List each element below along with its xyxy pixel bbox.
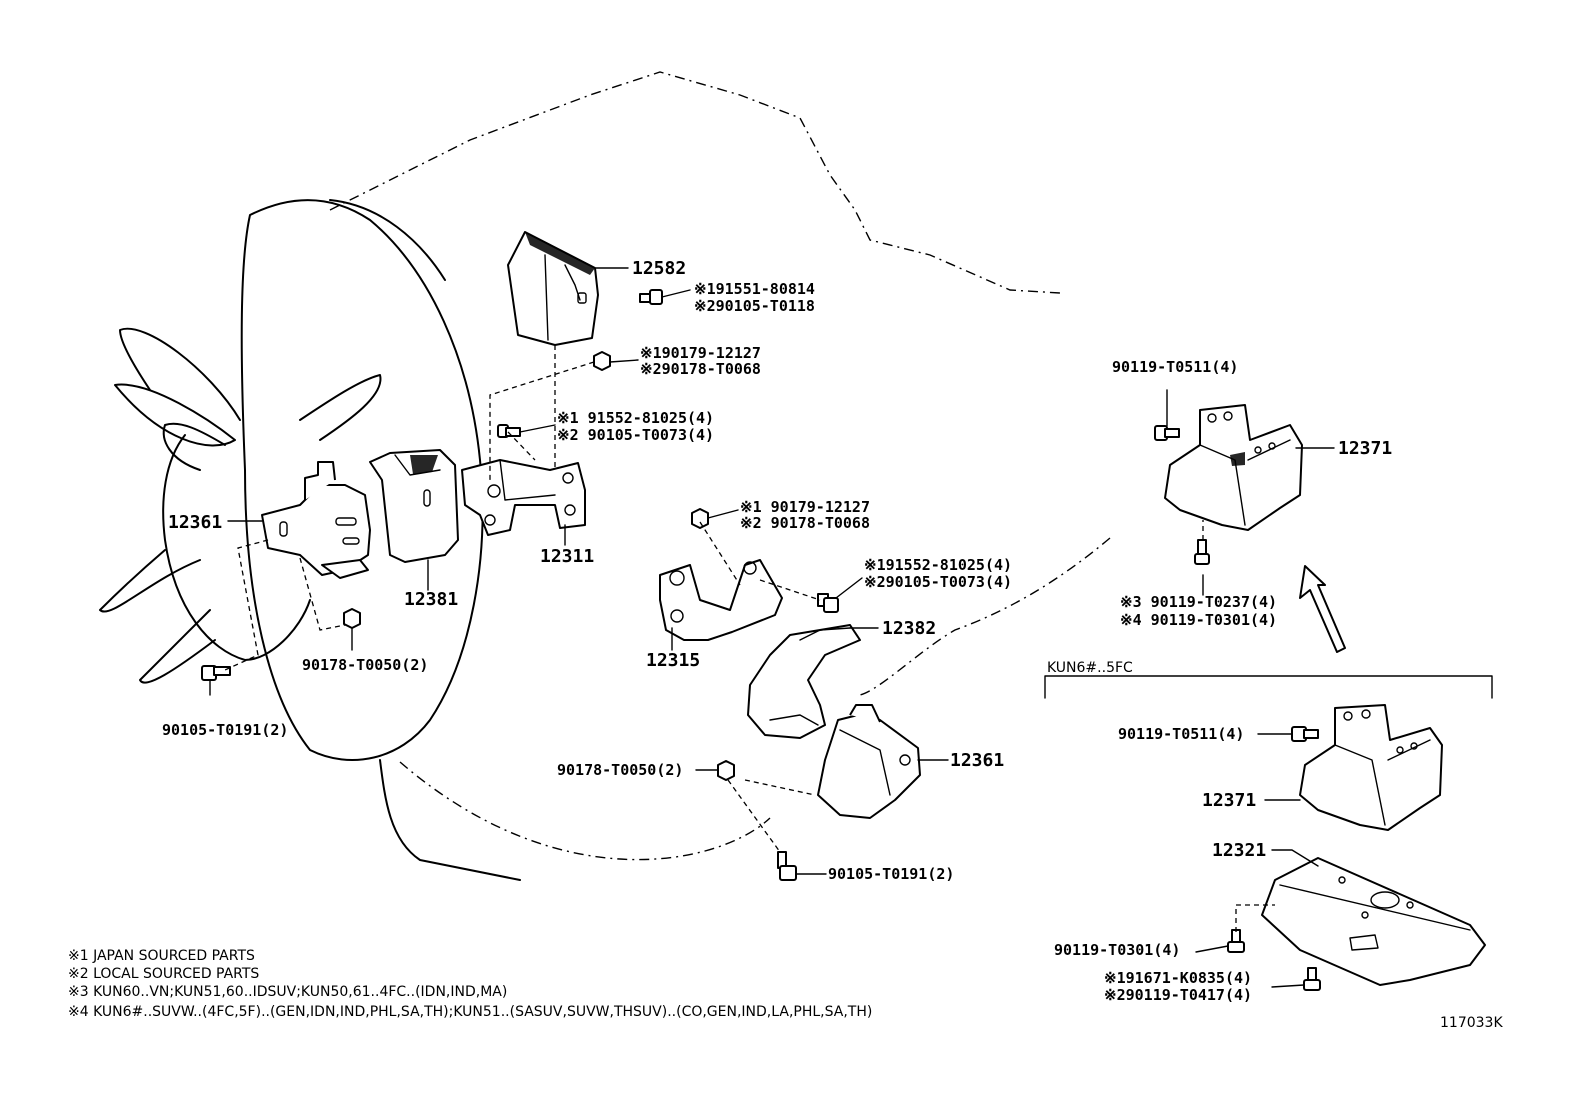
part-12311 (461, 459, 586, 536)
label-12582: 12582 (632, 258, 686, 279)
part-12371-bottom (1299, 704, 1443, 831)
label-bolt-12582-2: ※290105-T0118 (694, 297, 815, 315)
label-bolt-r5-1: ※191671-K0835(4) (1104, 969, 1252, 987)
bolt-icon (1154, 425, 1180, 441)
bolt-icon (1194, 539, 1210, 565)
label-bolt-r1: 90119-T0511(4) (1112, 358, 1238, 376)
bolt-icon (817, 593, 839, 613)
bolt-icon (1227, 929, 1245, 953)
fan-blades (99, 327, 382, 684)
label-bolt-mid-2: ※2 90105-T0073(4) (557, 426, 714, 444)
nut-icon (343, 608, 361, 629)
label-12315: 12315 (646, 650, 700, 671)
leader-lines (209, 267, 1335, 988)
label-bolt-r2-1: ※3 90119-T0237(4) (1120, 593, 1277, 611)
label-variant: KUN6#..5FC (1047, 660, 1133, 676)
label-12361-left: 12361 (168, 512, 222, 533)
bolt-icon (201, 665, 231, 681)
variant-bracket (1044, 675, 1493, 699)
fan-housing (240, 199, 521, 881)
bolt-icon (639, 289, 663, 305)
label-bolt-r3: 90119-T0511(4) (1118, 725, 1244, 743)
label-nut-top-2: ※290178-T0068 (640, 360, 761, 378)
label-12371-bottom: 12371 (1202, 790, 1256, 811)
label-nut-top-1: ※190179-12127 (640, 344, 761, 362)
label-bolt-right-2: ※290105-T0073(4) (864, 573, 1012, 591)
label-nut-right-2: ※2 90178-T0068 (740, 514, 870, 532)
part-12371-top (1164, 404, 1303, 531)
footnote-4: ※4 KUN6#..SUVW..(4FC,5F)..(GEN,IDN,IND,P… (68, 1004, 872, 1020)
nut-icon (717, 760, 735, 781)
label-bolt-mid-1: ※1 91552-81025(4) (557, 409, 714, 427)
part-12381 (369, 449, 459, 563)
part-12321 (1261, 857, 1486, 986)
label-12311: 12311 (540, 546, 594, 567)
label-12382: 12382 (882, 618, 936, 639)
footnote-3: ※3 KUN60..VN;KUN51,60..IDSUV;KUN50,61..4… (68, 984, 507, 1000)
variant-arrow (1299, 565, 1346, 653)
label-bolt-left: 90105-T0191(2) (162, 721, 288, 739)
bolt-icon (777, 851, 797, 881)
label-12381: 12381 (404, 589, 458, 610)
label-bolt-right-1: ※191552-81025(4) (864, 556, 1012, 574)
footnotes: ※1 JAPAN SOURCED PARTS ※2 LOCAL SOURCED … (68, 948, 872, 1020)
label-12361-right: 12361 (950, 750, 1004, 771)
nut-icon (593, 351, 611, 371)
part-labels: 12582 ※191551-80814 ※290105-T0118 ※19017… (162, 258, 1503, 1031)
label-bolt-12582-1: ※191551-80814 (694, 280, 815, 298)
bolt-icon (497, 424, 521, 438)
part-12382 (747, 624, 861, 739)
footnote-1: ※1 JAPAN SOURCED PARTS (68, 948, 255, 964)
footnote-2: ※2 LOCAL SOURCED PARTS (68, 966, 259, 982)
part-12361-left (261, 461, 371, 579)
bolt-icon (1303, 967, 1321, 991)
label-12321: 12321 (1212, 840, 1266, 861)
nut-icon (691, 508, 709, 529)
figure-id: 117033K (1440, 1015, 1503, 1031)
label-nut-right-1: ※1 90179-12127 (740, 498, 870, 516)
part-12582 (507, 231, 599, 346)
part-12361-right (817, 704, 921, 819)
label-12371-top: 12371 (1338, 438, 1392, 459)
label-nut-left: 90178-T0050(2) (302, 656, 428, 674)
engine-outline (329, 71, 1111, 861)
assembly-dotted-lines (224, 345, 1275, 932)
label-bolt-r5-2: ※290119-T0417(4) (1104, 986, 1252, 1004)
part-12315 (659, 559, 783, 641)
label-bolt-bottom: 90105-T0191(2) (828, 865, 954, 883)
fasteners (201, 289, 1321, 991)
label-bolt-r2-2: ※4 90119-T0301(4) (1120, 611, 1277, 629)
label-bolt-r4: 90119-T0301(4) (1054, 941, 1180, 959)
label-nut-bottom: 90178-T0050(2) (557, 761, 683, 779)
bolt-icon (1291, 726, 1319, 742)
